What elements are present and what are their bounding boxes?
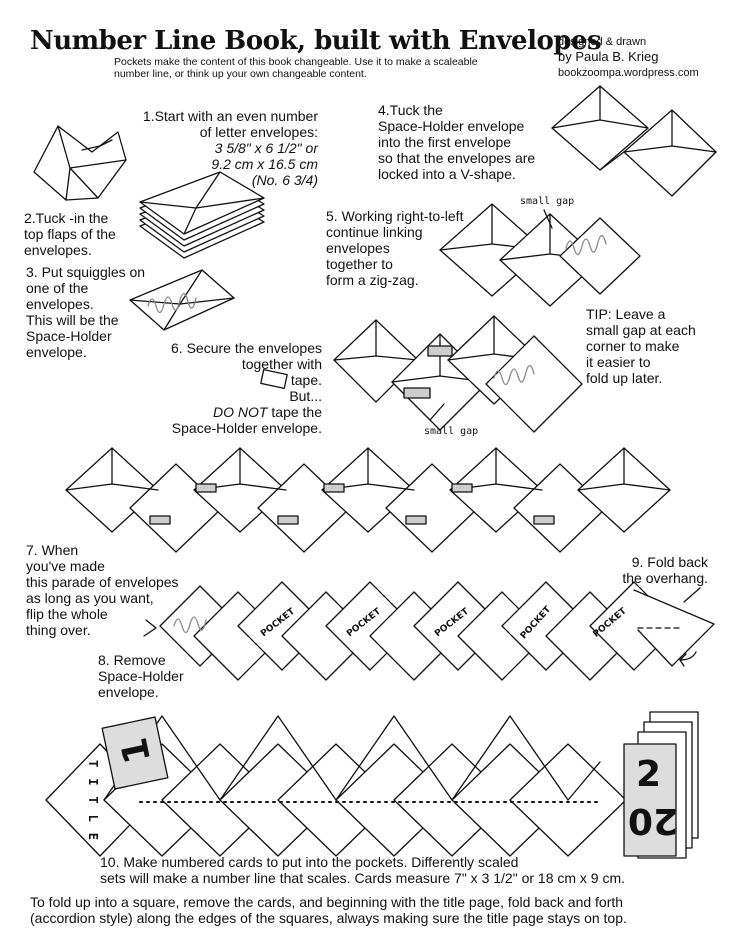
step-2-line: 2.Tuck -in the	[24, 210, 109, 226]
tip-line: small gap at each	[586, 322, 696, 338]
tucked-envelope-illustration	[33, 125, 127, 201]
v-shape-illustration	[551, 85, 717, 197]
folding-line: (accordion style) along the edges of the…	[30, 910, 627, 926]
step-6-line: tape.	[290, 372, 322, 388]
small-gap-label: small gap	[424, 426, 479, 437]
step-5: 5. Working right-to-left continue linkin…	[326, 208, 463, 288]
flipped-row-illustration	[143, 581, 715, 681]
title-letter: T	[86, 760, 100, 768]
step-1-line: 3 5/8" x 6 1/2" or	[214, 140, 318, 156]
step-5-line: envelopes	[326, 240, 390, 256]
step-10-line: sets will make a number line that scales…	[100, 870, 626, 886]
step-7: 7. When you've made this parade of envel…	[26, 542, 179, 638]
step-1: 1.Start with an even number of letter en…	[110, 108, 318, 188]
taped-envelopes-illustration	[260, 315, 583, 433]
step-6: 6. Secure the envelopes together with ta…	[140, 340, 322, 436]
step-4-line: into the first envelope	[378, 134, 512, 150]
step-8-line: 8. Remove	[98, 652, 166, 668]
tip-line: fold up later.	[586, 370, 663, 386]
step-3-line: one of the	[26, 280, 89, 296]
step-5-line: together to	[326, 256, 393, 272]
step-1-line: of letter envelopes:	[199, 124, 318, 140]
step-4-line: Space-Holder envelope	[378, 118, 525, 134]
step-3-line: envelopes.	[26, 296, 94, 312]
step-7-line: this parade of envelopes	[26, 574, 179, 590]
step-6-line: 6. Secure the envelopes	[171, 340, 322, 356]
title-letter: L	[86, 814, 100, 822]
envelope-parade-illustration	[65, 447, 671, 553]
step-10: 10. Make numbered cards to put into the …	[100, 854, 625, 886]
step-6-line: DO NOT tape the	[140, 404, 322, 420]
step-3-line: Space-Holder	[26, 328, 112, 344]
title-letter: T	[86, 796, 100, 804]
tip-line: it easier to	[586, 354, 651, 370]
step-8: 8. Remove Space-Holder envelope.	[98, 652, 184, 700]
small-gap-label: small gap	[520, 196, 575, 207]
step-3-line: 3. Put squiggles on	[26, 264, 146, 280]
step-9-line: the overhang.	[622, 570, 708, 586]
step-5-line: 5. Working right-to-left	[326, 208, 464, 224]
step-8-line: Space-Holder	[98, 668, 184, 684]
title-letter: I	[86, 778, 100, 786]
folding-line: To fold up into a square, remove the car…	[30, 894, 624, 910]
credit-website: bookzoompa.wordpress.com	[558, 67, 699, 79]
credit-line-1: designed & drawn	[558, 36, 647, 48]
step-5-line: continue linking	[326, 224, 423, 240]
step-3-line: envelope.	[26, 344, 87, 360]
step-4-line: locked into a V-shape.	[378, 166, 516, 182]
step-7-line: you've made	[26, 558, 105, 574]
tip-note: TIP: Leave a small gap at each corner to…	[586, 306, 696, 386]
page-subtitle: Pockets make the content of this book ch…	[114, 56, 478, 80]
step-4-line: 4.Tuck the	[378, 102, 443, 118]
title-letter: E	[86, 832, 100, 840]
do-not-emphasis: DO NOT	[213, 404, 268, 420]
step-9-line: 9. Fold back	[631, 554, 708, 570]
title-letters: T I T L E	[84, 760, 100, 840]
step-1-line: (No. 6 3/4)	[251, 172, 318, 188]
envelope-stack-illustration	[139, 171, 265, 259]
step-3-line: This will be the	[26, 312, 119, 328]
step-6-line: together with	[241, 356, 322, 372]
step-4: 4.Tuck the Space-Holder envelope into th…	[378, 102, 535, 182]
step-7-line: flip the whole	[26, 606, 108, 622]
step-7-line: 7. When	[26, 542, 79, 558]
space-holder-envelope-illustration	[129, 269, 235, 331]
step-1-line: 9.2 cm x 16.5 cm	[211, 156, 318, 172]
step-6-line: Space-Holder envelope.	[171, 420, 322, 436]
step-7-line: thing over.	[26, 622, 91, 638]
step-1-line: 1.Start with an even number	[142, 108, 318, 124]
step-8-line: envelope.	[98, 684, 159, 700]
step-2-line: top flaps of the	[24, 226, 116, 242]
tip-line: corner to make	[586, 338, 680, 354]
step-2: 2.Tuck -in the top flaps of the envelope…	[24, 210, 116, 258]
step-4-line: so that the envelopes are	[378, 150, 536, 166]
page-title: Number Line Book, built with Envelopes	[30, 26, 602, 56]
number-cards-illustration	[623, 711, 699, 859]
step-3: 3. Put squiggles on one of the envelopes…	[26, 264, 145, 360]
step-7-line: as long as you want,	[26, 590, 154, 606]
credit-author: by Paula B. Krieg	[558, 49, 659, 64]
card-number-2: 2	[636, 754, 662, 795]
card-number-20: 20	[628, 800, 679, 841]
step-2-line: envelopes.	[24, 242, 92, 258]
step-5-line: form a zig-zag.	[326, 272, 419, 288]
step-10-line: 10. Make numbered cards to put into the …	[100, 854, 519, 870]
tip-line: TIP: Leave a	[586, 306, 666, 322]
step-6-line: But...	[289, 388, 322, 404]
number-line-illustration	[45, 715, 627, 857]
folding-instructions: To fold up into a square, remove the car…	[30, 894, 730, 926]
step-6-line-rest: tape the	[267, 404, 322, 420]
step-9: 9. Fold back the overhang.	[600, 554, 708, 586]
zigzag-illustration	[439, 203, 641, 307]
